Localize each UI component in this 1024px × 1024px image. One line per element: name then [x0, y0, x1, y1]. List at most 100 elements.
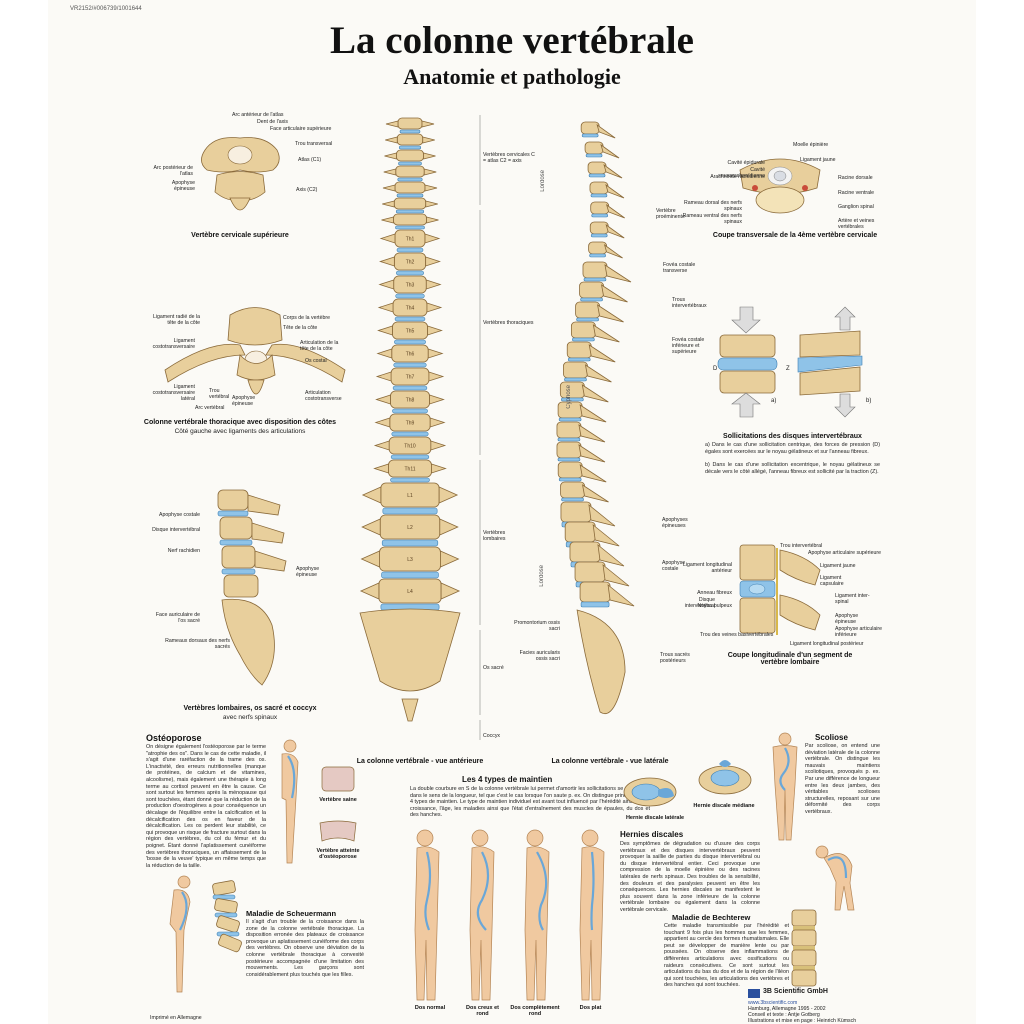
- label-disque-intervertebral: Disque intervertébral: [152, 527, 200, 533]
- label-ligament-interspinal: Ligament inter-spinal: [835, 593, 870, 605]
- cervical-vertebra: [393, 213, 427, 226]
- label-apophyse-articulaire-inf: Apophyse articulaire inférieure: [835, 626, 883, 638]
- posture-figure: [469, 829, 495, 1001]
- label-apophyse-articulaire-sup: Apophyse articulaire supérieure: [808, 550, 881, 556]
- vertebra-number-label: L3: [407, 557, 413, 563]
- label-fovea-costale: Fovéa costale transverse: [663, 262, 696, 274]
- printed-in: Imprimé en Allemagne: [150, 1015, 202, 1021]
- caption-coupe-transversale: Coupe transversale de la 4ème vertèbre c…: [712, 232, 878, 239]
- fig-vertebre-saine: Vertèbre saine: [319, 797, 357, 803]
- label-cyphose: Cyphose: [566, 385, 572, 409]
- scoliosis-figure: [772, 732, 798, 841]
- label-racine-dorsale: Racine dorsale: [838, 175, 873, 181]
- caption-lombaires-2: avec nerfs spinaux: [222, 714, 278, 721]
- title-scoliose: Scoliose: [815, 733, 848, 742]
- text-scheuermann: Il s'agit d'un trouble de la croissance …: [246, 919, 364, 978]
- caption-sollicitations: Sollicitations des disques intervertébra…: [723, 433, 862, 440]
- poster-subtitle: Anatomie et pathologie: [403, 64, 621, 89]
- vertebra-number-label: Th7: [406, 375, 415, 381]
- label-artere-veines: Artère et veines vertébrales: [838, 218, 875, 230]
- title-4-types: Les 4 types de maintien: [462, 775, 553, 784]
- vertebra-number-label: Th5: [406, 329, 415, 335]
- scheuermann-vertebrae: [212, 880, 242, 953]
- posture-figure: [414, 829, 440, 1001]
- label-face-articulaire: Face articulaire supérieure: [270, 126, 332, 132]
- poster-title: La colonne vertébrale: [330, 19, 694, 62]
- cervical-vertebra: [393, 197, 427, 210]
- caption-thoracique-2: Côté gauche avec ligaments des articulat…: [174, 428, 306, 435]
- label-promontorium: Promontorium ossis sacri: [514, 620, 560, 632]
- cross-section-illustration: [739, 158, 821, 214]
- label-ligament-longitudinal-ant: Ligament longitudinal antérieur: [682, 562, 732, 574]
- cervical-vertebra: [396, 133, 424, 146]
- label-axis: Axis (C2): [296, 187, 318, 193]
- label-trou-intervertebral-ls: Trou intervertébral: [780, 543, 823, 549]
- text-sollicitation-a: a) Dans le cas d'une sollicitation centr…: [705, 442, 880, 455]
- fig-vertebre-atteinte: Vertèbre atteinte d'ostéoporose: [316, 848, 360, 860]
- label-apophyse-epineuse: Apophyse épineuse: [171, 180, 195, 192]
- cervical-vertebra: [397, 117, 423, 130]
- disc-load-illustration: [717, 306, 863, 418]
- footer-line-2: Conseil et texte : Antje Gotberg: [748, 1012, 820, 1018]
- label-corps-vertebre: Corps de la vertèbre: [283, 315, 330, 321]
- label-dos-normal: Dos normal: [414, 1005, 446, 1011]
- fig-hernie-mediane: Hernie discale médiane: [693, 803, 755, 809]
- label-apophyse-epineuse-ls: Apophyse épineuse: [835, 613, 859, 625]
- caption-vue-laterale: La colonne vertébrale - vue latérale: [551, 758, 669, 765]
- vertebra-number-label: Th6: [406, 352, 415, 358]
- footer-line-1: Hamburg, Allemagne 1995 - 2002: [748, 1006, 826, 1012]
- label-ligament-capsulaire: Ligament capsulaire: [820, 575, 844, 587]
- vertebra-number-label: Th10: [404, 444, 416, 450]
- label-lordose-lombaire: Lordose: [539, 565, 545, 587]
- vertebra-number-label: L2: [407, 525, 413, 531]
- label-atlas: Atlas (C1): [298, 157, 322, 163]
- osteoporotic-vertebra-figure: [319, 820, 357, 842]
- label-dent-axis: Dent de l'axis: [257, 119, 288, 125]
- label-trou-transversal: Trou transversal: [295, 141, 333, 147]
- mark-a: a): [771, 398, 777, 404]
- label-apophyse-thor: Apophyse épineuse: [232, 395, 256, 407]
- caption-lombaires: Vertèbres lombaires, os sacré et coccyx: [183, 705, 317, 712]
- vertebra-number-label: Th8: [406, 398, 415, 404]
- publisher-logo: [748, 989, 760, 998]
- label-ligament-jaune-cs: Ligament jaune: [800, 157, 836, 163]
- label-dos-rond: Dos complètement rond: [510, 1005, 560, 1017]
- vertebra-number-label: Th9: [406, 421, 415, 427]
- label-trous-sacres: Trous sacrés postérieurs: [660, 652, 690, 664]
- label-os-costal: Os costal: [305, 358, 327, 364]
- mark-d-left: D: [713, 366, 718, 372]
- cervical-vertebra: [394, 181, 426, 194]
- label-ligament-radie: Ligament radié de la tête de la côte: [152, 314, 200, 326]
- title-hernies: Hernies discales: [620, 830, 684, 839]
- scheuermann-figure: [169, 875, 191, 993]
- label-arc-posterieur: Arc postérieur de l'atlas: [153, 165, 193, 177]
- label-apophyse-costale-lat: Apophyse costale: [662, 560, 686, 572]
- label-dos-creux: Dos creux et rond: [465, 1005, 499, 1017]
- label-apophyses-epineuses: Apophyses épineuses: [662, 517, 688, 529]
- label-face-auriculaire: Face auriculaire de l'os sacré: [155, 612, 200, 624]
- lateral-spine-illustration: [556, 121, 635, 714]
- label-articulation-tete: Articulation de la tête de la côte: [300, 340, 339, 352]
- caption-vue-anterieure: La colonne vertébrale - vue antérieure: [356, 758, 484, 765]
- label-ligament-lateral: Ligament costotransversaire latéral: [152, 384, 195, 402]
- title-scheuermann: Maladie de Scheuermann: [246, 909, 337, 918]
- cervical-vertebra: [395, 165, 425, 178]
- title-osteoporose: Ostéoporose: [146, 733, 202, 743]
- footer-line-3: Illustrations et mise en page : Heinrich…: [748, 1018, 857, 1024]
- label-arc-anterieur: Arc antérieur de l'atlas: [232, 112, 284, 118]
- hernia-median-figure: [698, 760, 752, 795]
- cervical-vertebra: [396, 149, 424, 162]
- publisher-web: www.3bscientific.com: [748, 1000, 798, 1006]
- posture-figures: [414, 829, 605, 1001]
- publisher-name: 3B Scientific GmbH: [763, 988, 828, 995]
- label-coccyx: Coccyx: [483, 733, 501, 739]
- text-hernies: Des symptômes de dégradation ou d'usure …: [620, 841, 760, 913]
- anterior-spine-illustration: Th1Th2Th3Th4Th5Th6Th7Th8Th9Th10Th11L1L2L…: [359, 117, 461, 722]
- label-dos-plat: Dos plat: [579, 1005, 602, 1011]
- vertebra-number-label: Th3: [406, 283, 415, 289]
- bechterew-vertebrae: [791, 909, 817, 987]
- label-fovea-inferieure: Fovéa costale inférieure et supérieure: [672, 337, 705, 355]
- lumbar-sacrum-illustration: [217, 489, 287, 686]
- label-trous-intervertebraux: Trous intervertébraux: [672, 297, 707, 309]
- label-rameau-dorsal: Rameau dorsal des nerfs spinaux: [684, 200, 742, 212]
